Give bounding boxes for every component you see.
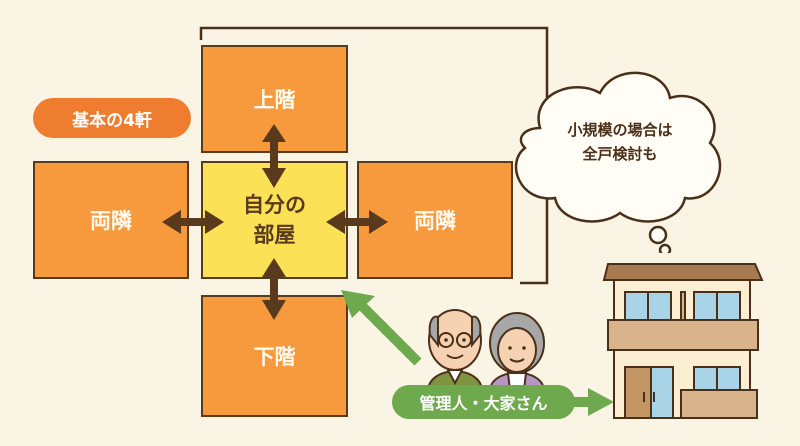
double-arrow-vertical-down-icon: [262, 258, 286, 320]
double-arrow-horizontal-right-icon: [326, 210, 388, 234]
own-room-label-line1: 自分の: [243, 193, 306, 217]
green-arrow-to-house-icon: [570, 388, 614, 416]
cloud-note-line2: 全戸検討も: [582, 145, 658, 163]
upper-floor-label: 上階: [253, 88, 296, 112]
right-neighbor-label: 両隣: [414, 209, 456, 233]
green-arrow-to-room-icon: [341, 290, 422, 366]
apartment-house-icon: [602, 263, 764, 419]
own-room-label-line2: 部屋: [253, 223, 296, 247]
manager-landlord-illustration: [426, 309, 546, 390]
left-neighbor-label: 両隣: [90, 209, 132, 233]
manager-landlord-label: 管理人・大家さん: [392, 385, 575, 419]
basic-four-units-badge: 基本の4軒: [33, 98, 191, 138]
lower-floor-label: 下階: [253, 345, 296, 369]
cloud-note-line1: 小規模の場合は: [567, 121, 673, 139]
thought-cloud: [514, 71, 722, 253]
cloud-note: 小規模の場合は 全戸検討も: [560, 118, 680, 166]
double-arrow-horizontal-left-icon: [162, 210, 224, 234]
double-arrow-vertical-up-icon: [262, 124, 286, 188]
